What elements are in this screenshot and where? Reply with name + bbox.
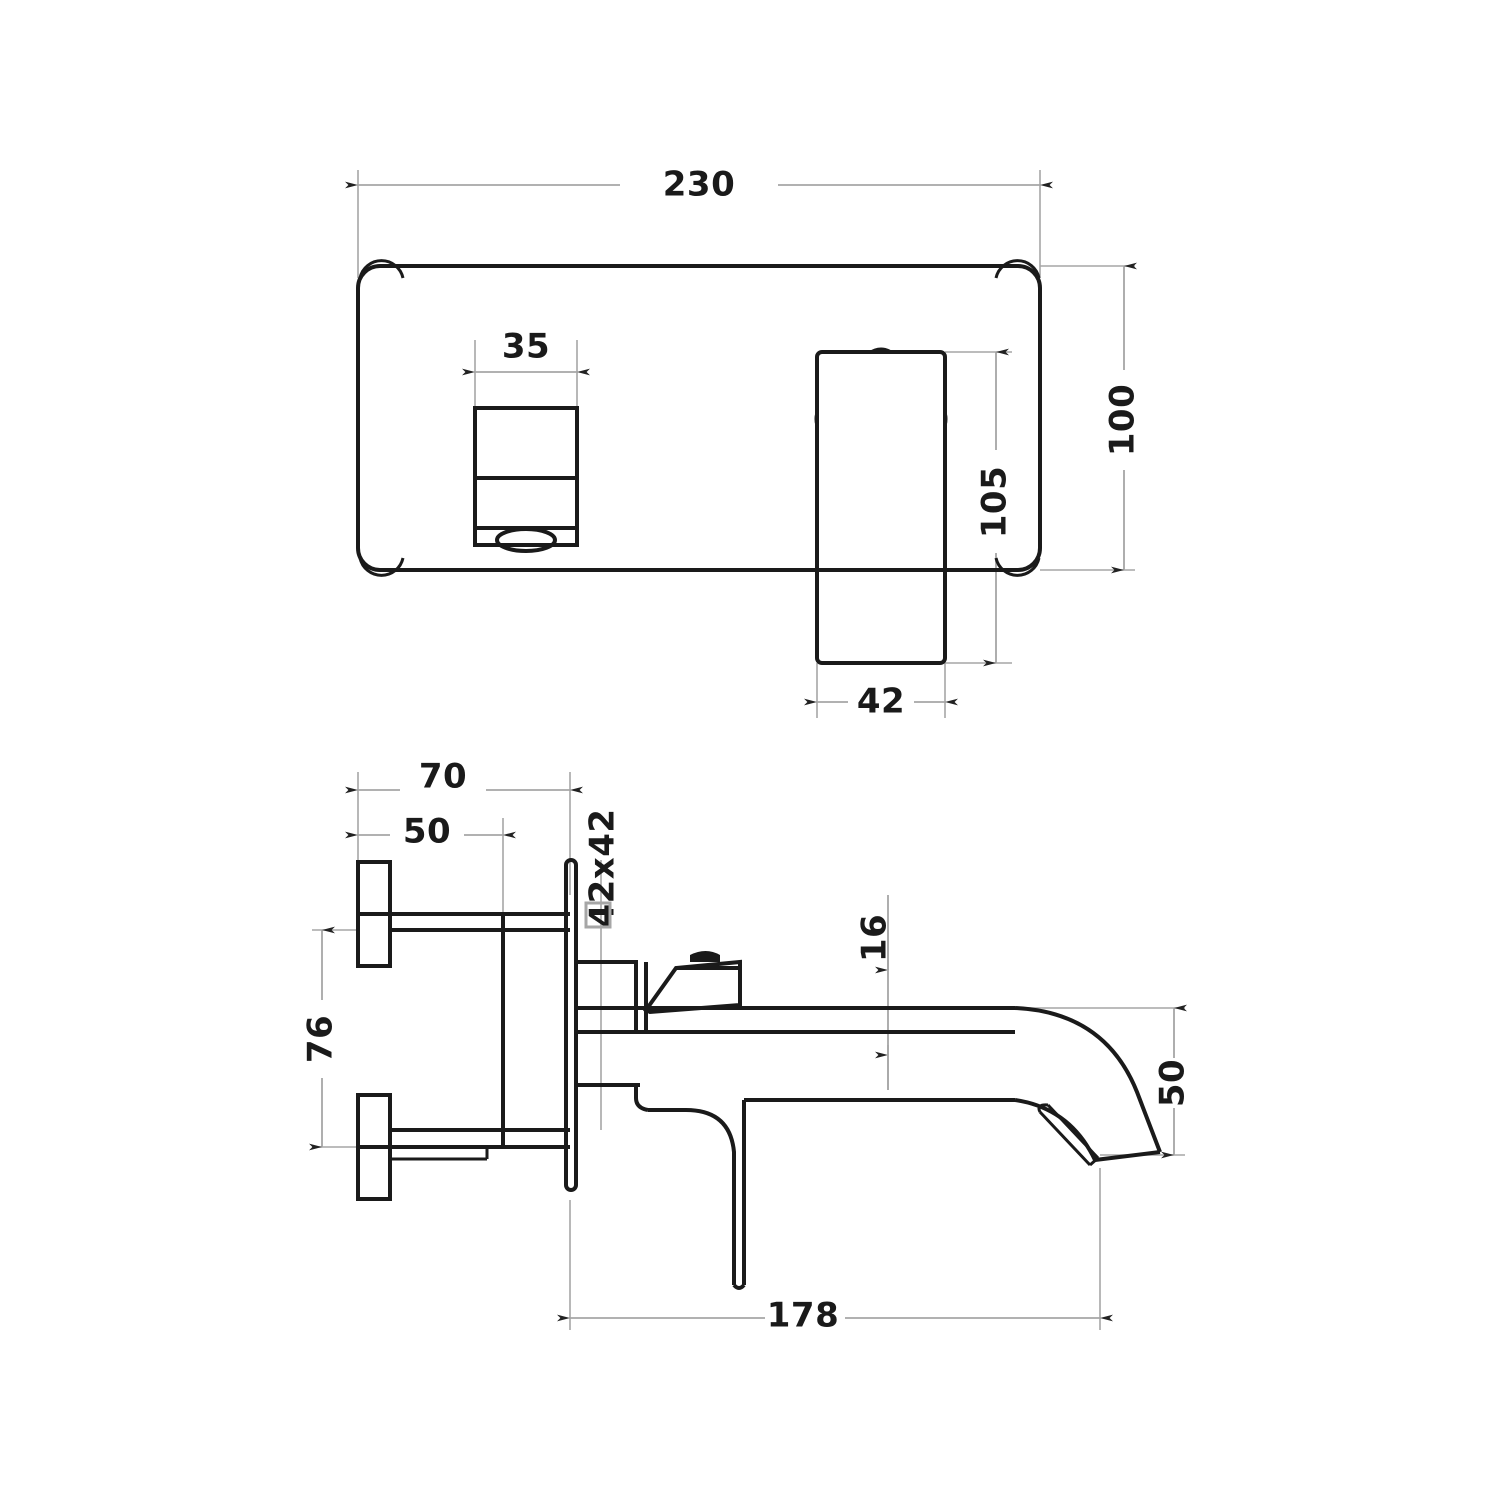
dimension-spout-projection: 178	[557, 1296, 1113, 1336]
dimension-plate-width: 230	[345, 165, 1053, 205]
dimension-label-50-insert: 50	[403, 812, 451, 852]
dimension-label-16: 16	[855, 914, 895, 962]
dimension-plate-height: 100	[1103, 262, 1143, 574]
backplate	[356, 259, 1042, 577]
rough-in-valve	[356, 860, 570, 1201]
dimension-label-42: 42	[857, 682, 905, 722]
front-elevation-view: 230 35 100 105 42	[345, 165, 1143, 722]
control-handle	[473, 406, 579, 553]
dimension-label-230: 230	[663, 165, 735, 205]
dimension-valve-body-depth: 70	[345, 757, 583, 797]
spout-arm	[576, 960, 1162, 1290]
dimension-label-100: 100	[1103, 384, 1143, 456]
dimension-label-42x42: 42x42	[583, 808, 623, 927]
dimension-note-42x42: 42x42	[583, 808, 623, 929]
wall-plate	[564, 858, 578, 1192]
dimension-valve-body-height: 76	[301, 926, 341, 1151]
dimension-label-76: 76	[301, 1015, 341, 1063]
dimension-label-178: 178	[767, 1296, 839, 1336]
extension-lines-side	[312, 772, 1185, 1330]
aerator	[1037, 1103, 1100, 1167]
dimension-valve-insert-depth: 50	[345, 812, 516, 852]
lever-handle	[576, 951, 1015, 1034]
dimension-label-50-drop: 50	[1153, 1059, 1193, 1107]
dimension-handle-width: 35	[462, 327, 590, 376]
dimension-spout-width: 42	[804, 682, 958, 722]
dimension-spout-drop: 50	[1153, 1004, 1193, 1159]
dimension-spout-height: 105	[975, 348, 1015, 667]
dimension-label-105: 105	[975, 466, 1015, 538]
spout-body	[814, 347, 948, 665]
dimension-label-35: 35	[502, 327, 550, 367]
dimension-spout-thickness: 16	[855, 895, 895, 1090]
square-section-symbol	[584, 901, 612, 929]
dimension-label-70: 70	[419, 757, 467, 797]
side-section-view: 70 50 42x42 76	[301, 757, 1193, 1336]
